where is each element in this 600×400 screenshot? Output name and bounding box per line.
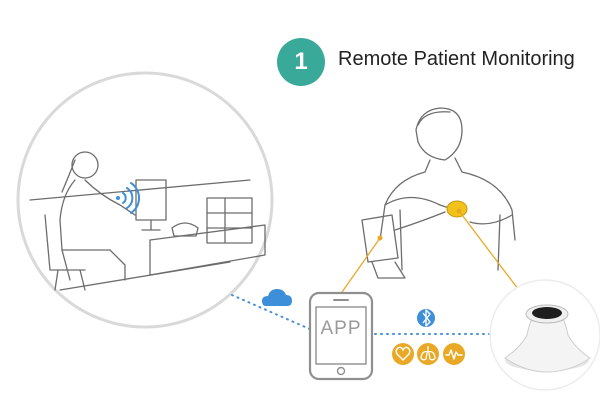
smartphone — [308, 291, 374, 381]
lungs-icon — [417, 343, 439, 365]
wifi-signal-icon — [116, 182, 140, 214]
step-number-badge: 1 — [277, 38, 325, 86]
bluetooth-icon — [417, 309, 435, 327]
page-title: Remote Patient Monitoring — [338, 48, 575, 70]
patient-illustration — [361, 107, 516, 279]
heart-icon — [392, 343, 414, 365]
monitoring-device — [489, 279, 600, 391]
clinic-phone-connector — [231, 294, 313, 331]
pulse-wave-icon — [443, 343, 465, 365]
phone-app-label: APP — [320, 318, 362, 339]
clinic-circle — [16, 71, 274, 329]
cloud-icon — [262, 289, 292, 306]
chest-sensor — [446, 200, 468, 218]
